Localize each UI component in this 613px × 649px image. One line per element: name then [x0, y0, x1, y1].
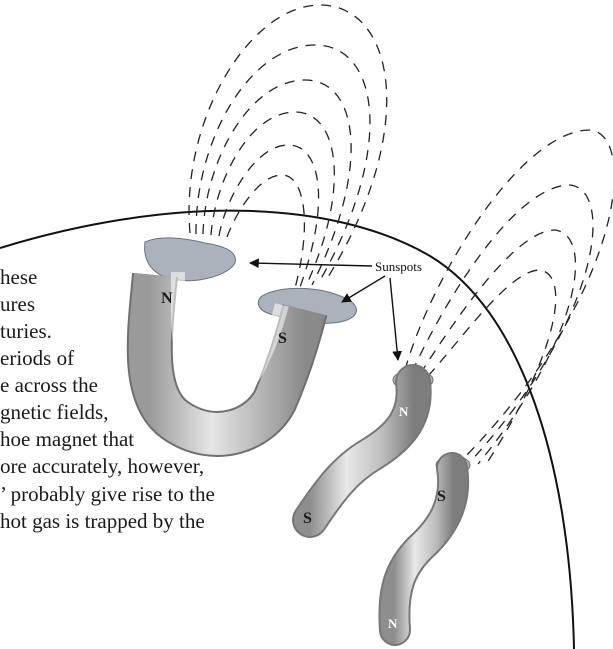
text-line: gnetic fields, [0, 402, 108, 423]
pole-label-s-tube2: S [437, 488, 446, 506]
text-line: hot gas is trapped by the [0, 511, 205, 532]
magnetic-tube-upper [310, 382, 414, 520]
arrow-to-tube-spot [390, 278, 398, 360]
pole-label-n-tube2: N [388, 616, 397, 632]
sunspots-label: Sunspots [375, 259, 422, 275]
arrow-to-middle-spot [342, 276, 385, 302]
text-line: hoe magnet that [0, 429, 134, 450]
field-loops-right-pair [405, 130, 613, 466]
text-line: ore accurately, however, [0, 456, 204, 477]
text-line: ures [0, 294, 35, 315]
pole-label-s-tube1: S [303, 510, 312, 528]
pole-label-n-tube1: N [399, 404, 408, 420]
sunspot-left [145, 238, 236, 281]
text-line: eriods of [0, 348, 74, 369]
pole-label-n-horseshoe: N [161, 290, 173, 308]
text-line: ’ probably give rise to the [0, 484, 215, 505]
text-line: hese [0, 267, 37, 288]
arrow-to-left-spot [250, 263, 372, 266]
pole-label-s-horseshoe: S [278, 330, 287, 348]
text-line: e across the [0, 375, 98, 396]
text-line: turies. [0, 321, 52, 342]
